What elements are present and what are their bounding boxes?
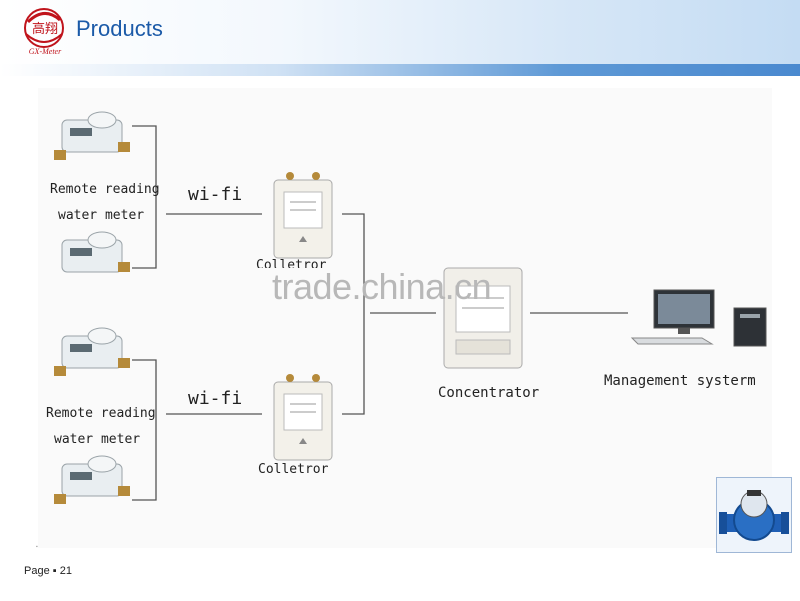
collector-icon: [273, 172, 333, 259]
concentrator-label: Concentrator: [438, 385, 540, 401]
product-thumbnail: [716, 477, 792, 553]
header-accent-bar: [0, 64, 800, 76]
water-meter-icon: [54, 455, 130, 504]
gx-meter-logo: 高翔: [24, 8, 64, 48]
wifi-label: wi-fi: [188, 388, 243, 409]
meter-label-line1: Remote reading: [50, 182, 160, 197]
collector-label: Colletror: [256, 258, 327, 268]
collector-icon: [273, 374, 333, 461]
water-meter-icon: [61, 231, 130, 273]
concentrator-icon: [443, 267, 523, 369]
bottom-meter-bracket: [132, 359, 157, 501]
top-meter-bracket: [132, 125, 157, 269]
collector-bracket: [342, 213, 365, 415]
logo-en-text: GX-Meter: [28, 47, 62, 56]
meter-label-line2: water meter: [58, 208, 145, 223]
meter-label-line2: water meter: [54, 432, 141, 447]
water-meter-icon: [54, 111, 130, 160]
computer-icon: [630, 289, 767, 347]
page-title: Products: [76, 16, 163, 41]
watermark-text: trade.china.cn: [272, 266, 492, 307]
collector-label: Colletror: [258, 462, 329, 477]
header-band: [0, 0, 800, 64]
meter-label-line1: Remote reading: [46, 406, 156, 421]
page-number: Page ▪ 21: [24, 565, 72, 577]
wifi-label: wi-fi: [188, 184, 243, 205]
water-meter-photo-icon: [719, 490, 789, 541]
diagram-panel: [38, 88, 772, 548]
management-system-label: Management systerm: [604, 373, 756, 389]
logo-cn-text: 高翔: [32, 21, 58, 37]
water-meter-icon: [54, 327, 130, 376]
decorative-mark: ▪: [36, 544, 38, 550]
